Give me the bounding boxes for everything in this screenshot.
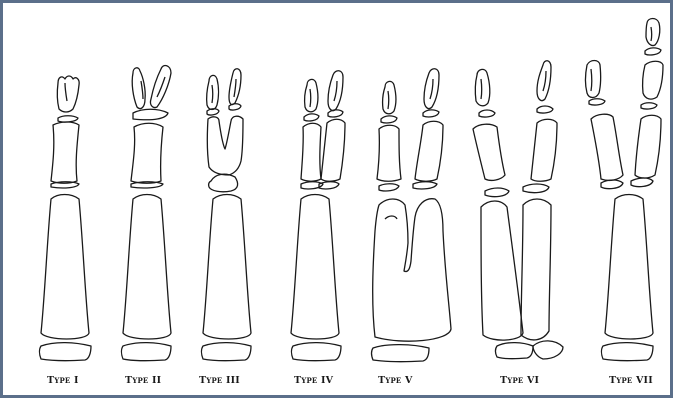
type-i-metacarpal xyxy=(41,195,89,340)
type-vii-metacarpal xyxy=(605,195,653,340)
type-vi-distal-left xyxy=(475,69,489,105)
type-vi-proximal-right xyxy=(531,119,557,181)
type-iii-mp-sesamoid xyxy=(209,174,238,192)
type-vii-middle-right xyxy=(643,61,663,99)
type-vi-mp-right xyxy=(523,184,549,193)
type-vi-trapezium-left xyxy=(496,343,534,359)
type-iii-metacarpal xyxy=(203,195,251,340)
type-iv-proximal-right xyxy=(321,119,345,181)
type-v-metacarpal-bifid xyxy=(373,199,451,341)
type-v-ip-left xyxy=(381,116,397,123)
type-v-proximal-left xyxy=(377,125,401,181)
type-vii-trapezium xyxy=(602,343,654,361)
type-i-trapezium xyxy=(40,343,92,361)
type-vii-extra-distal xyxy=(646,19,660,46)
type-iv-proximal-left xyxy=(301,123,321,181)
type-vii-mp-right xyxy=(631,178,653,187)
type-vi-proximal-left xyxy=(473,124,505,180)
type-vi-metacarpal-right xyxy=(521,199,551,340)
type-ii-distal-right xyxy=(150,66,171,108)
type-vi-ip-left xyxy=(479,110,495,117)
type-iii-trapezium xyxy=(202,343,252,361)
type-iv-ip-left xyxy=(304,114,319,121)
type-vii-ip-right xyxy=(641,103,657,109)
type-vi-ip-right xyxy=(537,106,553,113)
type-vii-ip-left xyxy=(589,99,605,105)
type-iii-label: Type III xyxy=(199,375,240,386)
type-iv-metacarpal xyxy=(291,195,339,340)
thumb-duplication-diagram xyxy=(3,3,673,401)
type-v-mp-left xyxy=(379,184,399,191)
type-ii-diagram xyxy=(122,66,172,361)
type-i-proximal-phalanx xyxy=(51,122,79,183)
type-i-mp-sesamoid xyxy=(51,182,79,188)
type-vii-proximal-left xyxy=(591,114,623,180)
type-i-ip-sesamoid xyxy=(58,116,78,122)
type-v-diagram xyxy=(372,69,452,362)
type-vi-metacarpal-left xyxy=(481,201,523,340)
type-vii-diagram xyxy=(586,19,664,361)
type-ii-trapezium xyxy=(122,343,172,361)
type-i-label: Type I xyxy=(47,375,79,386)
type-v-distal-right xyxy=(424,69,439,109)
type-ii-ip-sesamoid xyxy=(133,109,168,120)
type-iv-diagram xyxy=(291,71,345,361)
type-vi-diagram xyxy=(473,61,563,359)
type-ii-metacarpal xyxy=(123,195,171,340)
type-iii-diagram xyxy=(202,69,252,361)
type-iii-ip-right xyxy=(229,104,241,110)
type-vi-distal-right xyxy=(537,61,551,101)
type-v-mp-right xyxy=(413,182,437,189)
type-v-label: Type V xyxy=(378,375,413,386)
type-v-proximal-right xyxy=(415,121,443,181)
type-ii-proximal-phalanx xyxy=(131,123,163,183)
type-vi-trapezium-right xyxy=(533,341,563,359)
type-v-ip-right xyxy=(423,110,439,117)
type-i-diagram xyxy=(40,76,92,361)
type-iii-proximal-bifid xyxy=(207,116,243,175)
type-ii-distal-left xyxy=(132,68,145,109)
type-vii-mp-left xyxy=(601,180,623,189)
type-vii-distal-left xyxy=(586,61,601,98)
type-vi-label: Type VI xyxy=(500,375,539,386)
type-iv-trapezium xyxy=(292,343,342,361)
type-i-distal-phalanx xyxy=(57,76,79,112)
type-ii-label: Type II xyxy=(125,375,161,386)
type-vi-mp-left xyxy=(485,188,509,197)
type-iv-label: Type IV xyxy=(294,375,333,386)
type-vii-label: Type VII xyxy=(609,375,653,386)
type-vii-proximal-right xyxy=(635,115,661,178)
type-v-trapezium xyxy=(372,345,430,362)
type-iv-ip-right xyxy=(328,110,343,117)
type-iv-distal-right xyxy=(328,71,343,111)
type-vii-extra-joint xyxy=(645,48,661,55)
